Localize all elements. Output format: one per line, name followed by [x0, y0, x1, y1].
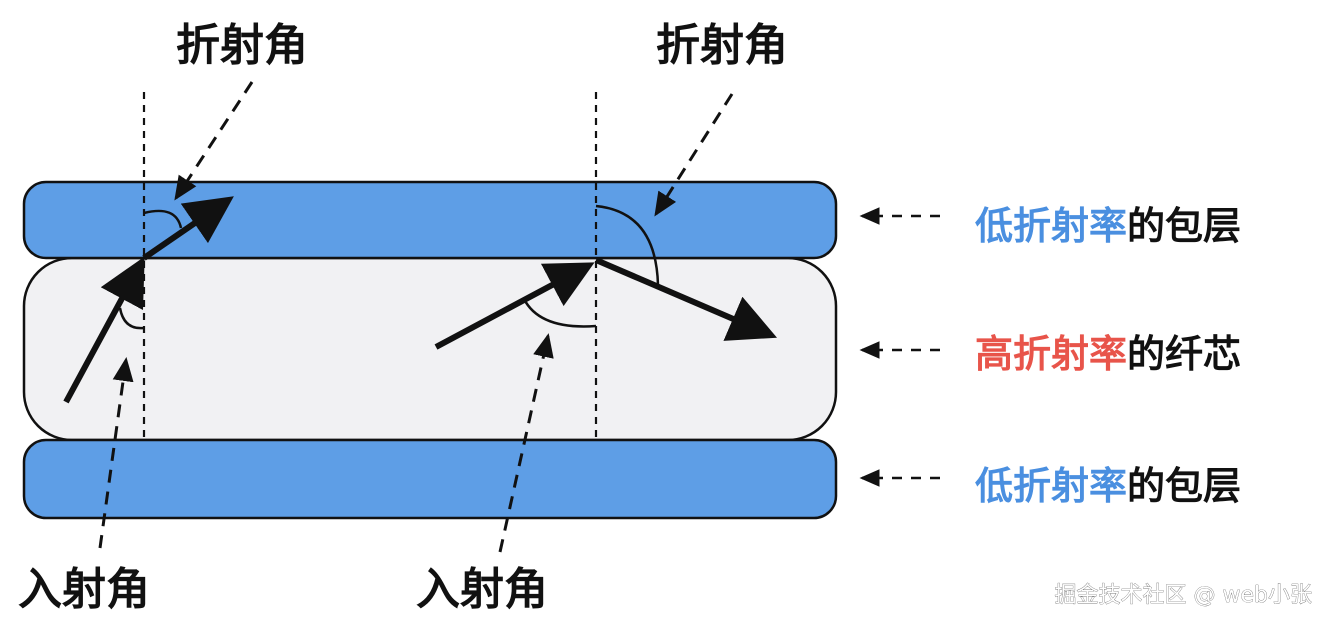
reflected-ray-right [594, 257, 778, 341]
legend-top: 低折射率的包层 [975, 204, 1241, 248]
pointer-refraction-left [174, 81, 254, 201]
core-layer [22, 256, 838, 442]
legend-middle: 高折射率的纤芯 [975, 332, 1241, 376]
legend-middle-rest: 的纤芯 [1127, 332, 1241, 376]
label-incidence-right: 入射角 [416, 564, 548, 615]
refraction-angle-arc-right [595, 204, 660, 286]
incidence-angle-arc-right [522, 298, 597, 328]
legend-top-highlight: 低折射率 [975, 204, 1127, 248]
bottom-cladding-layer [22, 438, 838, 520]
label-incidence-left: 入射角 [18, 564, 150, 615]
pointer-refraction-right [654, 93, 734, 217]
legend-bottom-rest: 的包层 [1127, 464, 1241, 508]
pointer-incidence-right [498, 333, 554, 553]
incident-ray-left [63, 256, 145, 404]
watermark: 掘金技术社区 @ web小张 [1055, 583, 1312, 608]
refraction-angle-arc-left [143, 209, 183, 229]
refracted-ray-left [142, 196, 234, 261]
legend-bottom-highlight: 低折射率 [975, 464, 1127, 508]
label-refraction-left: 折射角 [176, 20, 308, 71]
incident-ray-right [434, 262, 595, 350]
legend-bottom: 低折射率的包层 [975, 464, 1241, 508]
legend-top-rest: 的包层 [1127, 204, 1241, 248]
label-refraction-right: 折射角 [656, 20, 788, 71]
legend-middle-highlight: 高折射率 [975, 332, 1127, 376]
pointer-incidence-left [98, 357, 134, 549]
top-cladding-layer [22, 180, 838, 260]
incidence-angle-arc-left [118, 307, 145, 330]
